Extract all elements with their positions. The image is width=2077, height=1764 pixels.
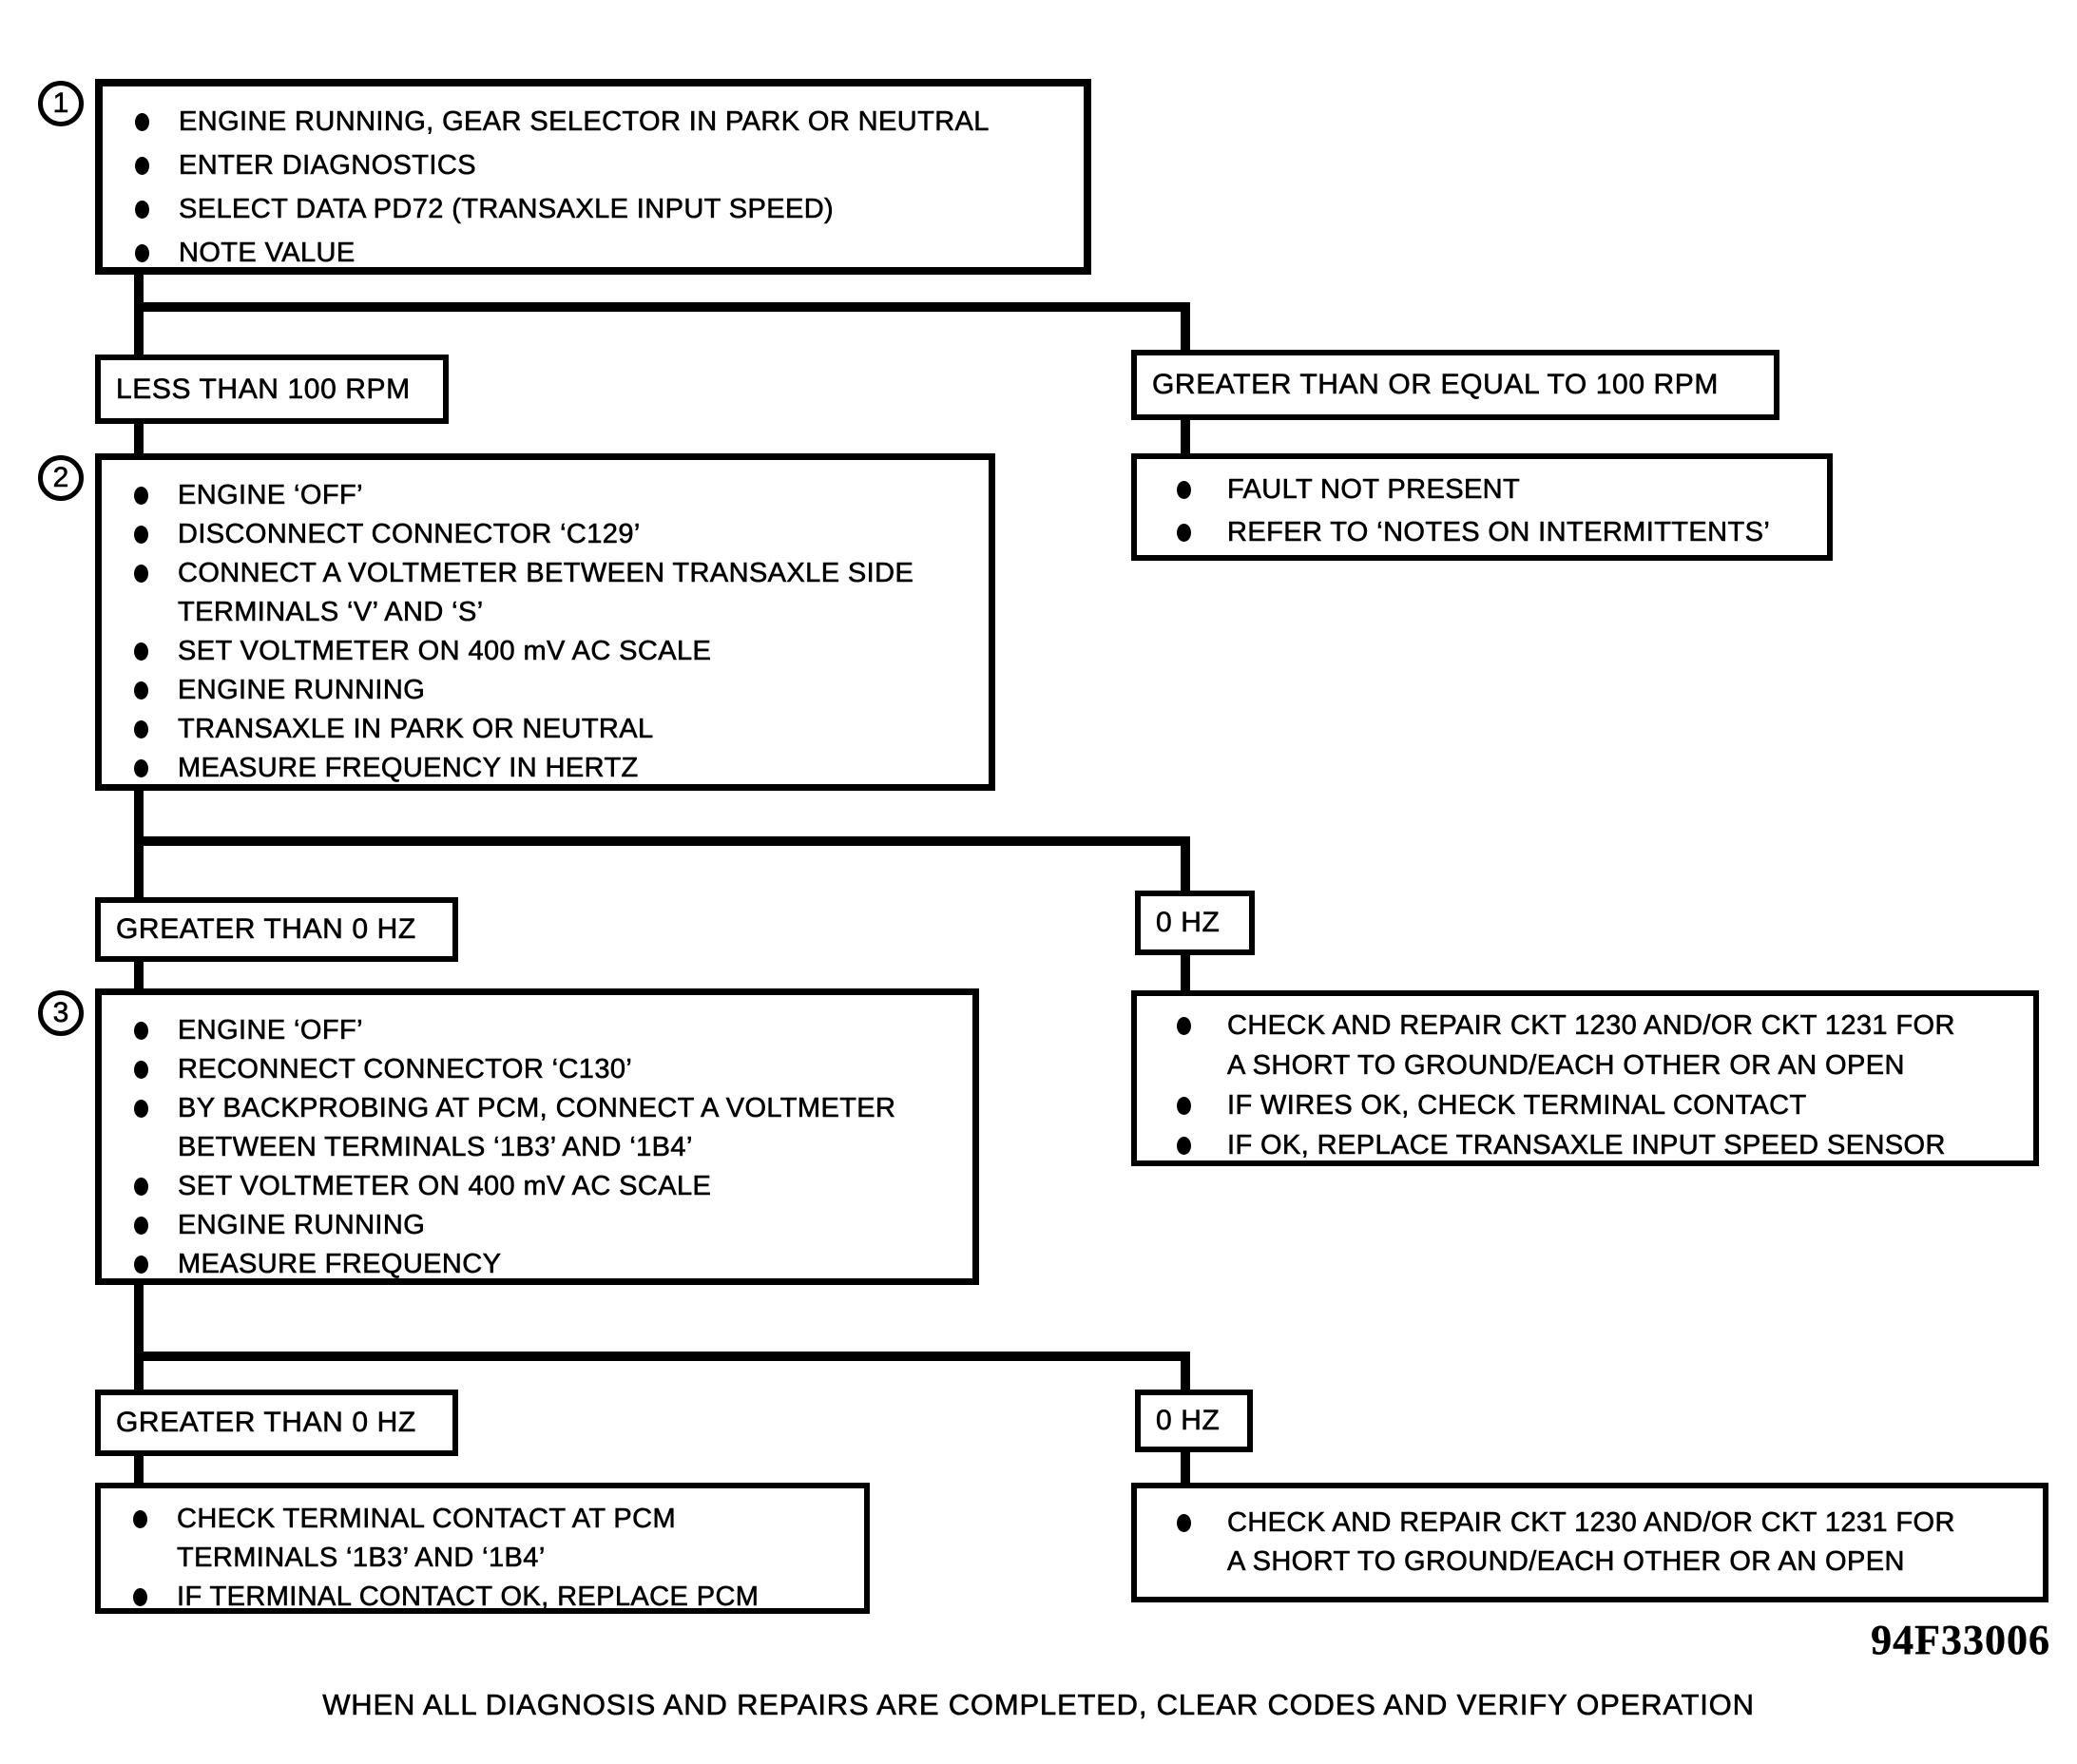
- step-number-label: 1: [52, 87, 69, 120]
- connector-vline: [1181, 836, 1190, 895]
- outcome-item-continuation: TERMINALS ‘1B3’ AND ‘1B4’: [177, 1543, 546, 1574]
- bullet-icon: [1177, 1514, 1191, 1532]
- step-number-label: 3: [52, 997, 69, 1029]
- bullet-icon: [134, 759, 148, 777]
- step-item: ENGINE RUNNING, GEAR SELECTOR IN PARK OR…: [103, 100, 1084, 144]
- step-item-continuation: TERMINALS ‘V’ AND ‘S’: [178, 597, 484, 628]
- step-item: CONNECT A VOLTMETER BETWEEN TRANSAXLE SI…: [102, 554, 989, 593]
- connector-vline: [134, 418, 144, 461]
- branch-hline: [134, 1352, 1190, 1361]
- outcome-item-continuation: A SHORT TO GROUND/EACH OTHER OR AN OPEN: [1227, 1049, 1905, 1081]
- step-item: MEASURE FREQUENCY: [102, 1245, 972, 1284]
- bullet-icon: [134, 1100, 148, 1118]
- bullet-icon: [134, 642, 148, 661]
- bullet-icon: [1177, 1096, 1191, 1115]
- outcome-replace-pcm-box: CHECK TERMINAL CONTACT AT PCM TERMINALS …: [95, 1483, 870, 1614]
- figure-code: 94F33006: [1871, 1617, 2050, 1663]
- step-item: SET VOLTMETER ON 400 mV AC SCALE: [102, 632, 989, 671]
- step-item: TRANSAXLE IN PARK OR NEUTRAL: [102, 710, 989, 749]
- connector-vline: [134, 958, 144, 996]
- connector-vline: [1181, 414, 1190, 458]
- decision-label-0-hz-1: 0 HZ: [1135, 891, 1255, 955]
- step-2-box: ENGINE ‘OFF’ DISCONNECT CONNECTOR ‘C129’…: [95, 453, 995, 791]
- bullet-icon: [135, 156, 149, 175]
- bullet-icon: [134, 526, 148, 544]
- connector-vline: [1181, 1447, 1190, 1487]
- bullet-icon: [134, 565, 148, 583]
- step-item: MEASURE FREQUENCY IN HERTZ: [102, 749, 989, 788]
- step-item: ENGINE ‘OFF’: [102, 476, 989, 515]
- step-item: SELECT DATA PD72 (TRANSAXLE INPUT SPEED): [103, 187, 1084, 231]
- step-item: ENGINE ‘OFF’: [102, 1011, 972, 1050]
- outcome-item: IF WIRES OK, CHECK TERMINAL CONTACT: [1137, 1085, 2033, 1125]
- step-3-box: ENGINE ‘OFF’ RECONNECT CONNECTOR ‘C130’ …: [95, 988, 979, 1285]
- connector-vline: [134, 1281, 144, 1395]
- connector-vline: [1181, 951, 1190, 995]
- bullet-icon: [134, 1022, 148, 1040]
- bullet-icon: [134, 1061, 148, 1079]
- step-item: DISCONNECT CONNECTOR ‘C129’: [102, 515, 989, 554]
- bullet-icon: [134, 1178, 148, 1196]
- step-item: NOTE VALUE: [103, 231, 1084, 275]
- bullet-icon: [134, 720, 148, 738]
- outcome-item: IF OK, REPLACE TRANSAXLE INPUT SPEED SEN…: [1137, 1125, 2033, 1165]
- bullet-icon: [1177, 1016, 1191, 1035]
- connector-vline: [1181, 1352, 1190, 1394]
- step-item: SET VOLTMETER ON 400 mV AC SCALE: [102, 1167, 972, 1206]
- bullet-icon: [135, 200, 149, 219]
- bullet-icon: [134, 487, 148, 505]
- step-item: ENTER DIAGNOSTICS: [103, 144, 1084, 187]
- outcome-ckt-repair-2-box: CHECK AND REPAIR CKT 1230 AND/OR CKT 123…: [1131, 1483, 2048, 1602]
- bullet-icon: [135, 112, 149, 131]
- bullet-icon: [134, 1256, 148, 1274]
- decision-label-less-than-100-rpm: LESS THAN 100 RPM: [95, 355, 449, 424]
- decision-label-0-hz-2: 0 HZ: [1135, 1390, 1253, 1452]
- outcome-item: REFER TO ‘NOTES ON INTERMITTENTS’: [1137, 511, 1827, 554]
- connector-vline: [134, 1450, 144, 1488]
- bullet-icon: [134, 1217, 148, 1235]
- step-number-label: 2: [52, 462, 69, 494]
- step-number-1: 1: [38, 81, 84, 126]
- connector-vline: [134, 271, 144, 361]
- step-item: ENGINE RUNNING: [102, 671, 989, 710]
- outcome-item-continuation: A SHORT TO GROUND/EACH OTHER OR AN OPEN: [1227, 1546, 1905, 1578]
- bullet-icon: [1177, 481, 1191, 499]
- step-item-continuation: BETWEEN TERMINALS ‘1B3’ AND ‘1B4’: [178, 1132, 693, 1163]
- outcome-item: FAULT NOT PRESENT: [1137, 469, 1827, 511]
- footer-note: WHEN ALL DIAGNOSIS AND REPAIRS ARE COMPL…: [322, 1688, 1755, 1722]
- step-1-box: ENGINE RUNNING, GEAR SELECTOR IN PARK OR…: [95, 79, 1091, 275]
- decision-label-greater-than-0-hz-1: GREATER THAN 0 HZ: [95, 897, 458, 962]
- bullet-icon: [134, 681, 148, 700]
- outcome-fault-not-present-box: FAULT NOT PRESENT REFER TO ‘NOTES ON INT…: [1131, 453, 1833, 561]
- bullet-icon: [1177, 1136, 1191, 1155]
- step-number-3: 3: [38, 990, 84, 1036]
- outcome-item: CHECK AND REPAIR CKT 1230 AND/OR CKT 123…: [1137, 1504, 2043, 1543]
- branch-hline: [134, 302, 1190, 312]
- bullet-icon: [1177, 524, 1191, 542]
- outcome-item: CHECK TERMINAL CONTACT AT PCM: [101, 1500, 864, 1539]
- branch-hline: [134, 836, 1190, 846]
- decision-label-gte-100-rpm: GREATER THAN OR EQUAL TO 100 RPM: [1131, 350, 1779, 420]
- outcome-item: IF TERMINAL CONTACT OK, REPLACE PCM: [101, 1578, 864, 1617]
- step-item: BY BACKPROBING AT PCM, CONNECT A VOLTMET…: [102, 1089, 972, 1128]
- outcome-item: CHECK AND REPAIR CKT 1230 AND/OR CKT 123…: [1137, 1006, 2033, 1045]
- decision-label-greater-than-0-hz-2: GREATER THAN 0 HZ: [95, 1390, 458, 1456]
- bullet-icon: [133, 1588, 147, 1606]
- connector-vline: [1181, 302, 1190, 357]
- step-item: RECONNECT CONNECTOR ‘C130’: [102, 1050, 972, 1089]
- outcome-ckt-repair-1-box: CHECK AND REPAIR CKT 1230 AND/OR CKT 123…: [1131, 990, 2039, 1166]
- bullet-icon: [133, 1510, 147, 1528]
- step-item: ENGINE RUNNING: [102, 1206, 972, 1245]
- step-number-2: 2: [38, 455, 84, 501]
- bullet-icon: [135, 243, 149, 262]
